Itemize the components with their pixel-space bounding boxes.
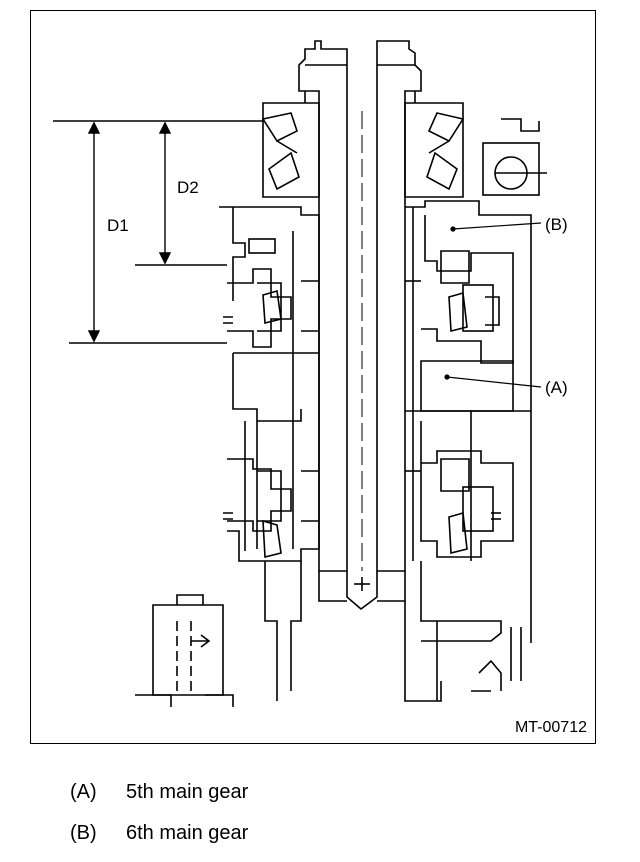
- counter-shaft-part: [135, 594, 234, 707]
- legend-text: 6th main gear: [126, 822, 249, 844]
- legend-item-b: (B) 6th main gear: [70, 813, 248, 854]
- lower-housing: [264, 561, 522, 702]
- right-gear-stack: [405, 200, 532, 643]
- transmission-cross-section: [53, 40, 547, 707]
- label-d2: D2: [177, 178, 199, 197]
- label-d1: D1: [107, 216, 129, 235]
- leader-lines: [444, 222, 542, 388]
- main-shaft: [298, 40, 422, 611]
- label-a: (A): [545, 378, 568, 397]
- legend-key: (B): [70, 822, 97, 844]
- legend: (A) 5th main gear (B) 6th main gear: [70, 772, 248, 854]
- upper-bearing: [261, 91, 465, 198]
- side-bearing: [482, 118, 547, 196]
- legend-key: (A): [70, 781, 97, 803]
- legend-text: 5th main gear: [126, 781, 249, 803]
- dimension-lines: [53, 120, 263, 344]
- figure-code: MT-00712: [514, 719, 587, 736]
- diagram-frame: D1 D2 (B) (A) MT-00712: [30, 10, 596, 744]
- legend-item-a: (A) 5th main gear: [70, 772, 248, 813]
- left-gear-stack: [219, 206, 320, 562]
- label-b: (B): [545, 215, 568, 234]
